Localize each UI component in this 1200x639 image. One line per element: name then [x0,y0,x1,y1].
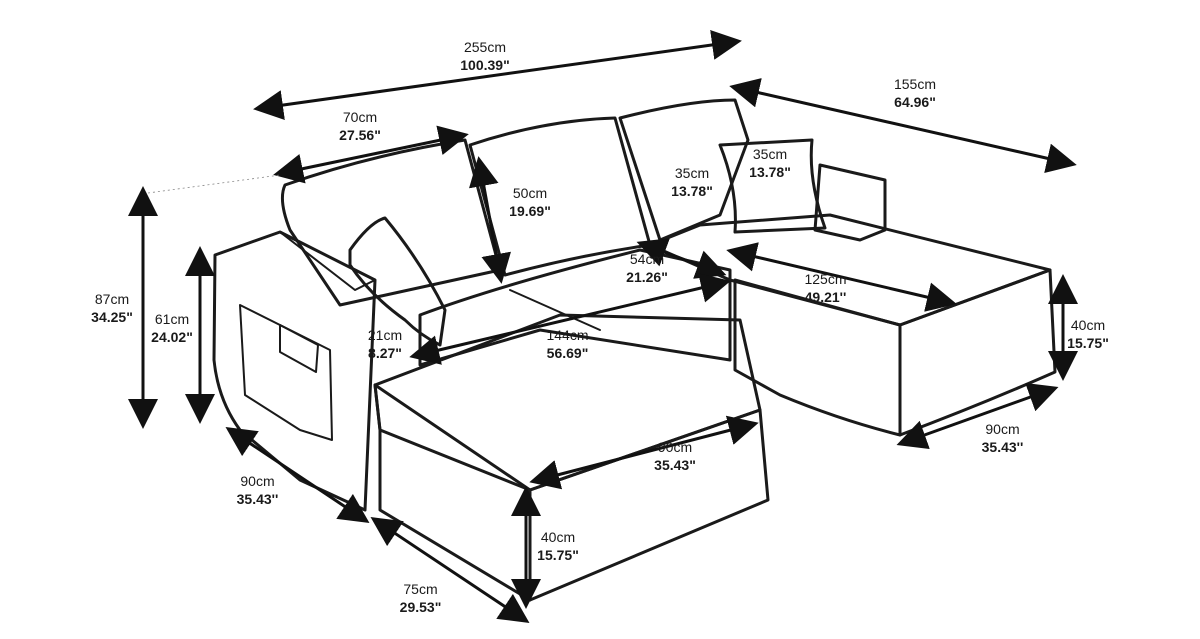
left-armrest [212,230,377,512]
dimension-arrows [128,30,1078,623]
